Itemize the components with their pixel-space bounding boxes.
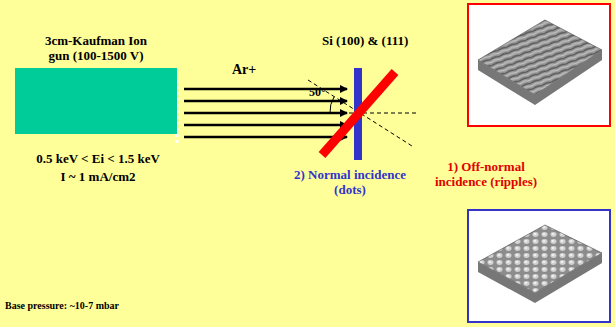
- afm-dots: [478, 225, 602, 293]
- afm-ripples: [478, 20, 602, 95]
- gun-body: [15, 68, 177, 134]
- angle-arc: [330, 97, 334, 113]
- energy-range: 0.5 keV < Ei < 1.5 keV: [8, 152, 188, 167]
- afm-dots-frame: [468, 210, 610, 322]
- current-density: I ~ 1 mA/cm2: [8, 170, 188, 185]
- pressure-note: Base pressure: ~10-7 mbar: [5, 300, 205, 312]
- substrate-label: Si (100) & (111): [322, 34, 452, 49]
- dots-label: 2) Normal incidence (dots): [292, 168, 408, 198]
- beam-label: Ar+: [232, 62, 282, 78]
- angle-label: 50°: [309, 86, 339, 100]
- afm-dots-side: [478, 253, 602, 303]
- ripples-label: 1) Off-normal incidence (ripples): [420, 160, 552, 190]
- afm-ripples-side: [478, 50, 602, 105]
- sample-tilted-bar: [322, 72, 395, 155]
- ion-gun: 3cm-Kaufman Ion gun (100-1500 V): [15, 34, 177, 134]
- afm-ripples-frame: [468, 4, 610, 126]
- gun-heading: 3cm-Kaufman Ion gun (100-1500 V): [37, 34, 155, 64]
